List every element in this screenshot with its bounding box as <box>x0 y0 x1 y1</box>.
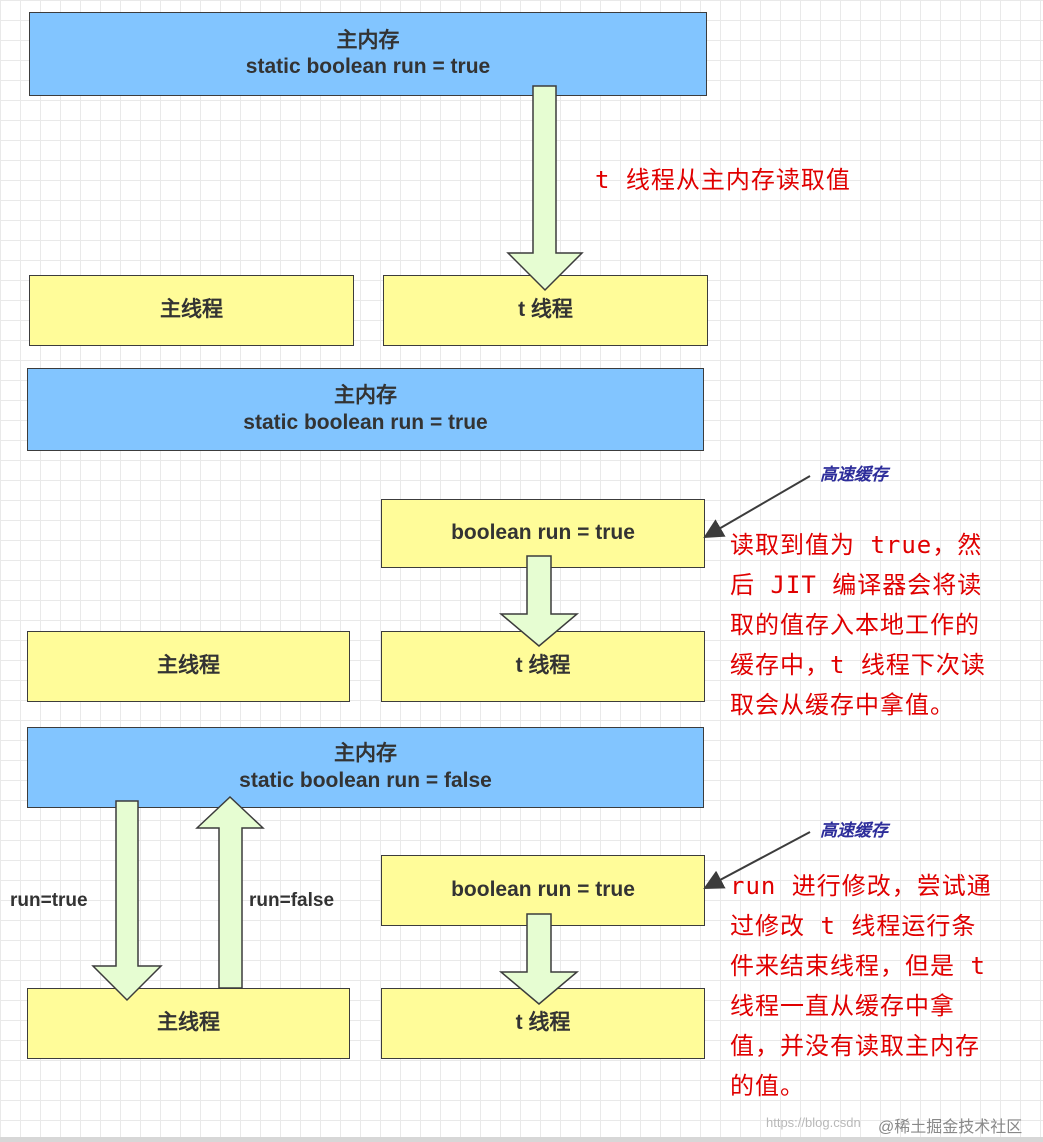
cache-pointer-1 <box>703 475 811 539</box>
watermark-brand: @稀土掘金技术社区 <box>878 1119 1023 1136</box>
modify-annotation-line: 的值。 <box>730 1072 805 1100</box>
main-memory-value: static boolean run = true <box>245 55 491 78</box>
arrow-up-run-false <box>195 795 265 989</box>
cache-value: boolean run = true <box>451 878 635 902</box>
main-memory-box-1: 主内存 static boolean run = true <box>29 12 707 96</box>
jit-annotation-line: 取的值存入本地工作的 <box>730 611 980 639</box>
cache-value: boolean run = true <box>451 521 635 545</box>
arrow-down-cache-1 <box>498 555 580 647</box>
modify-annotation: run 进行修改，尝试通 过修改 t 线程运行条 件来结束线程，但是 t 线程一… <box>730 866 992 1106</box>
bottom-bar <box>0 1137 1043 1142</box>
watermark-site: https://blog.csdn <box>766 1115 861 1130</box>
cache-pointer-2 <box>703 831 811 889</box>
main-memory-title: 主内存 <box>334 384 397 408</box>
main-memory-value: static boolean run = false <box>239 768 492 792</box>
main-thread-box-3: 主线程 <box>27 988 350 1059</box>
main-memory-box-2: 主内存 static boolean run = true <box>27 368 704 451</box>
read-annotation: t 线程从主内存读取值 <box>595 166 851 194</box>
jit-annotation-line: 读取到值为 true，然 <box>730 531 983 559</box>
t-thread-label: t 线程 <box>515 1011 571 1035</box>
modify-annotation-line: 值，并没有读取主内存 <box>730 1032 980 1060</box>
t-thread-label: t 线程 <box>515 654 571 678</box>
cache-label-2: 高速缓存 <box>820 821 888 840</box>
arrow-down-cache-2 <box>498 913 580 1005</box>
run-true-label: run=true <box>10 890 88 911</box>
arrow-down-run-true <box>91 800 163 1002</box>
jit-annotation-line: 缓存中，t 线程下次读 <box>730 651 986 679</box>
arrow-down-read <box>506 85 584 292</box>
modify-annotation-line: 件来结束线程，但是 t <box>730 952 986 980</box>
t-thread-label: t 线程 <box>518 298 573 322</box>
jit-annotation: 读取到值为 true，然 后 JIT 编译器会将读 取的值存入本地工作的 缓存中… <box>730 525 986 725</box>
main-thread-label: 主线程 <box>157 1011 220 1035</box>
main-memory-box-3: 主内存 static boolean run = false <box>27 727 704 808</box>
main-thread-box-1: 主线程 <box>29 275 354 346</box>
main-memory-title: 主内存 <box>336 28 400 52</box>
jit-annotation-line: 后 JIT 编译器会将读 <box>730 571 983 599</box>
cache-label-1: 高速缓存 <box>820 465 888 484</box>
run-false-label: run=false <box>249 890 335 911</box>
main-thread-label: 主线程 <box>160 298 223 322</box>
modify-annotation-line: run 进行修改，尝试通 <box>730 872 992 900</box>
modify-annotation-line: 线程一直从缓存中拿 <box>730 992 955 1020</box>
modify-annotation-line: 过修改 t 线程运行条 <box>730 912 977 940</box>
main-memory-value: static boolean run = true <box>243 410 488 434</box>
main-thread-label: 主线程 <box>157 654 220 678</box>
main-thread-box-2: 主线程 <box>27 631 350 702</box>
jit-annotation-line: 取会从缓存中拿值。 <box>730 691 955 719</box>
main-memory-title: 主内存 <box>334 742 397 766</box>
